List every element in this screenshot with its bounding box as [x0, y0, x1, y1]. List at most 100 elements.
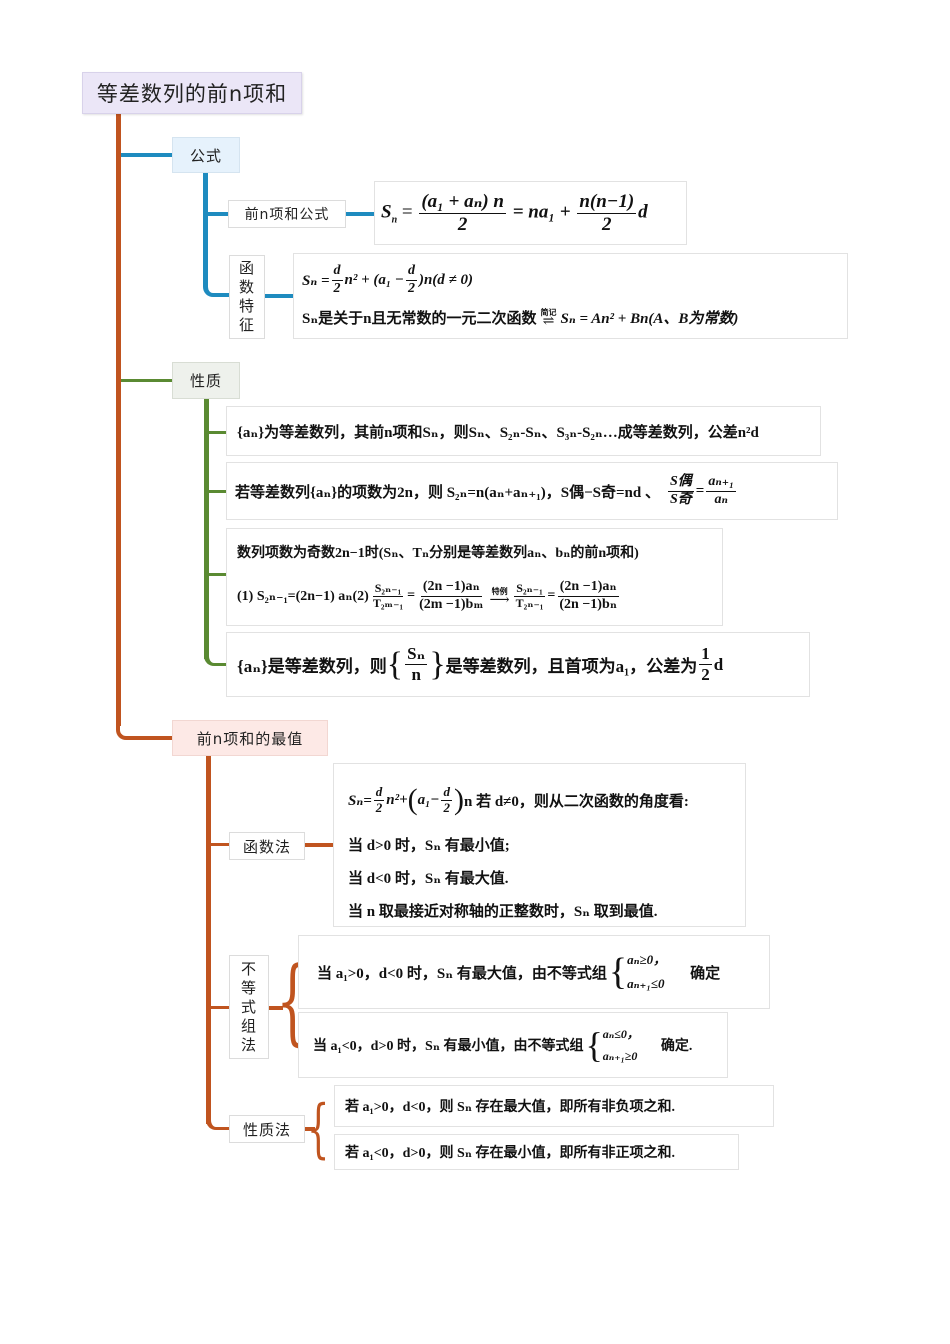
connector-ff-box	[265, 294, 293, 298]
im-char: 等	[240, 978, 257, 997]
root-title: 等差数列的前n项和	[96, 82, 288, 106]
equivalence-arrow-icon: 简记 ⇌	[540, 307, 557, 329]
properties-trunk	[204, 399, 209, 659]
property-4-part2: 是等差数列，且首项为a₁，公差为	[445, 657, 698, 676]
p2-frac-den-right: aₙ	[714, 491, 728, 507]
connector-pm-brace-stub	[305, 1127, 315, 1131]
im-char: 不	[240, 959, 257, 978]
properties-node[interactable]: 性质	[172, 362, 240, 399]
right-paren-icon: )	[453, 783, 464, 816]
im-case1-cond2: aₙ₊₁≤0	[627, 976, 665, 991]
connector-properties	[121, 379, 172, 382]
connector-function-method-box	[305, 843, 333, 847]
ff-line1-mid: n² + (a₁ −	[344, 271, 404, 288]
fm-line1-tail: n 若 d≠0，则从二次函数的角度看:	[463, 793, 689, 810]
p3-eq1: =	[407, 588, 416, 603]
im-char: 法	[240, 1035, 257, 1054]
property-method-label: 性质法	[242, 1120, 291, 1139]
pm-case2-text: 若 a₁<0，d>0，则 Sₙ 存在最小值，即所有非正项之和.	[345, 1146, 675, 1161]
im-case1-cond1: aₙ≥0，	[627, 952, 667, 967]
ff-frac-num: d	[331, 263, 343, 281]
arrow-label: 简记	[540, 307, 557, 317]
property-1-text: {aₙ}为等差数列，其前n项和Sₙ，则Sₙ、S₂ₙ-Sₙ、S₃ₙ-S₂ₙ…成等差…	[237, 424, 759, 441]
property-3-line1: 数列项数为奇数2n−1时(Sₙ、Tₙ分别是等差数列aₙ、bₙ的前n项和)	[237, 546, 639, 561]
left-brace-icon: {	[608, 951, 628, 993]
ff-char: 数	[238, 278, 255, 296]
connector-function-method	[211, 843, 229, 846]
pm-case1-text: 若 a₁>0，d<0，则 Sₙ 存在最大值，即所有非负项之和.	[345, 1100, 675, 1115]
root-node[interactable]: 等差数列的前n项和	[82, 72, 302, 114]
im-char: 组	[240, 1016, 257, 1035]
fm-line1-paren: a₁−	[417, 791, 440, 808]
formula-label: 公式	[189, 146, 222, 165]
inequality-case-2: 当 a₁<0，d>0 时，Sₙ 有最小值，由不等式组 { aₙ≤0， aₙ₊₁≥…	[298, 1012, 728, 1078]
im-case2-cond1: aₙ≤0，	[602, 1027, 639, 1041]
connector-formula	[121, 153, 172, 157]
connector-prop-1	[209, 431, 226, 434]
frac2-num: n(n−1)	[577, 190, 637, 214]
sum-formula-node[interactable]: 前n项和公式	[228, 200, 346, 228]
ff-char: 征	[238, 316, 255, 334]
sum-formula-label: 前n项和公式	[244, 207, 330, 223]
left-brace-icon: {	[585, 1025, 603, 1065]
ff-frac2-den: 2	[407, 280, 415, 296]
connector-max	[116, 700, 172, 740]
fm-frac-den: 2	[375, 799, 383, 815]
im-case1-tail: 确定	[690, 965, 721, 982]
function-feature-node[interactable]: 函 数 特 征	[229, 255, 265, 339]
im-case2-text: 当 a₁<0，d>0 时，Sₙ 有最小值，由不等式组	[313, 1039, 584, 1054]
ff-line1-prefix: Sₙ =	[302, 272, 330, 289]
ff-char: 函	[238, 259, 255, 277]
properties-label: 性质	[189, 372, 222, 390]
connector-prop-3	[209, 573, 226, 576]
ff-frac2-num: d	[405, 263, 417, 281]
sum-mid: = na₁ +	[512, 201, 571, 223]
connector-brace-stub	[269, 1006, 283, 1010]
arrow-glyph: ⇌	[542, 313, 555, 329]
property-2-text: 若等差数列{aₙ}的项数为2n，则 S₂ₙ=n(aₙ+aₙ₊₁)，S偶−S奇=n…	[235, 484, 660, 501]
function-method-node[interactable]: 函数法	[229, 832, 305, 860]
property-4-tail: d	[713, 654, 724, 674]
inequality-method-node[interactable]: 不 等 式 组 法	[229, 955, 269, 1059]
sum-lhs-sub: n	[391, 214, 398, 226]
connector-prop-4	[204, 650, 226, 666]
inequality-case-1: 当 a₁>0，d<0 时，Sₙ 有最大值，由不等式组 { aₙ≥0， aₙ₊₁≤…	[298, 935, 770, 1009]
fm-line3: 当 d<0 时，Sₙ 有最大值.	[348, 871, 509, 887]
ff-line2-left: Sₙ是关于n且无常数的一元二次函数	[302, 310, 537, 327]
ff-char: 特	[238, 297, 255, 315]
property-method-case-2: 若 a₁<0，d>0，则 Sₙ 存在最小值，即所有非正项之和.	[334, 1134, 739, 1170]
p4-half-den: 2	[701, 665, 710, 684]
property-method-node[interactable]: 性质法	[229, 1115, 305, 1143]
property-4-part1: {aₙ}是等差数列，则	[237, 657, 387, 676]
arrow-glyph: ⟶	[489, 592, 510, 608]
property-item-3: 数列项数为奇数2n−1时(Sₙ、Tₙ分别是等差数列aₙ、bₙ的前n项和) (1)…	[226, 528, 723, 626]
p3-eq2: =	[547, 588, 556, 603]
fm-line2: 当 d>0 时，Sₙ 有最小值;	[348, 838, 510, 854]
sum-lhs: S	[381, 201, 392, 223]
p3-f4-num: (2n −1)aₙ	[557, 579, 619, 597]
fm-paren-frac-den: 2	[443, 799, 450, 815]
p4-brace-num: Sₙ	[405, 644, 428, 665]
p2-eq: =	[695, 482, 705, 499]
arrow-label: 特例	[491, 586, 508, 596]
right-brace-icon: }	[429, 645, 446, 683]
property-item-1: {aₙ}为等差数列，其前n项和Sₙ，则Sₙ、S₂ₙ-Sₙ、S₃ₙ-S₂ₙ…成等差…	[226, 406, 821, 456]
connector-function-feature	[203, 275, 231, 297]
fm-paren-frac-num: d	[441, 783, 452, 801]
p4-half-num: 1	[699, 644, 712, 665]
left-paren-icon: (	[407, 783, 418, 816]
formula-node[interactable]: 公式	[172, 137, 240, 173]
connector-sum-formula-box	[346, 212, 374, 216]
connector-sum-formula	[203, 212, 229, 216]
max-value-node[interactable]: 前n项和的最值	[172, 720, 328, 756]
fm-frac-num: d	[373, 783, 385, 801]
function-method-label: 函数法	[242, 837, 291, 856]
p3-f2-num: (2n −1)aₙ	[420, 579, 482, 597]
frac2-den: 2	[602, 213, 612, 235]
ff-frac-den: 2	[333, 280, 341, 296]
p3-f3-den: T₂ₙ₋₁	[515, 595, 544, 610]
p3-f1-den: T₂ₘ₋₁	[372, 595, 404, 610]
